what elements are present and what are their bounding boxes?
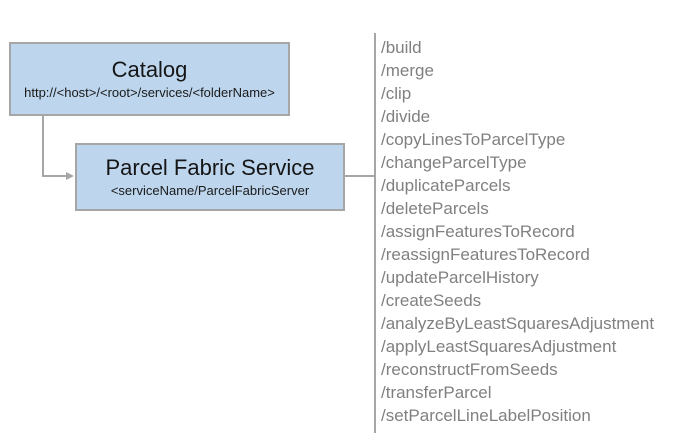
- connector-catalog-horizontal: [42, 175, 67, 177]
- operation-item: /divide: [381, 107, 431, 126]
- operation-item: /build: [381, 38, 422, 57]
- operation-item: /setParcelLineLabelPosition: [381, 406, 591, 425]
- operation-item: /copyLinesToParcelType: [381, 130, 566, 149]
- operation-item: /clip: [381, 84, 412, 103]
- connector-catalog-vertical: [42, 116, 44, 177]
- operation-item: /reconstructFromSeeds: [381, 360, 558, 379]
- operation-item: /applyLeastSquaresAdjustment: [381, 337, 617, 356]
- operations-list: /build/merge/clip/divide/copyLinesToParc…: [381, 36, 654, 427]
- service-node: Parcel Fabric Service <serviceName/Parce…: [75, 143, 345, 211]
- arrowhead-icon: [66, 172, 74, 180]
- operation-item: /merge: [381, 61, 434, 80]
- operation-item: /reassignFeaturesToRecord: [381, 245, 590, 264]
- operations-divider-line: [374, 33, 376, 433]
- operation-item: /transferParcel: [381, 383, 492, 402]
- operation-item: /createSeeds: [381, 291, 482, 310]
- service-title: Parcel Fabric Service: [105, 154, 315, 180]
- connector-service-to-list: [345, 175, 375, 177]
- catalog-node: Catalog http://<host>/<root>/services/<f…: [9, 42, 290, 116]
- service-subtitle: <serviceName/ParcelFabricServer: [110, 182, 310, 198]
- catalog-subtitle: http://<host>/<root>/services/<folderNam…: [24, 84, 275, 100]
- operation-item: /updateParcelHistory: [381, 268, 539, 287]
- operation-item: /analyzeByLeastSquaresAdjustment: [381, 314, 655, 333]
- operation-item: /deleteParcels: [381, 199, 489, 218]
- operation-item: /changeParcelType: [381, 153, 527, 172]
- operation-item: /assignFeaturesToRecord: [381, 222, 575, 241]
- operation-item: /duplicateParcels: [381, 176, 511, 195]
- catalog-title: Catalog: [111, 56, 188, 82]
